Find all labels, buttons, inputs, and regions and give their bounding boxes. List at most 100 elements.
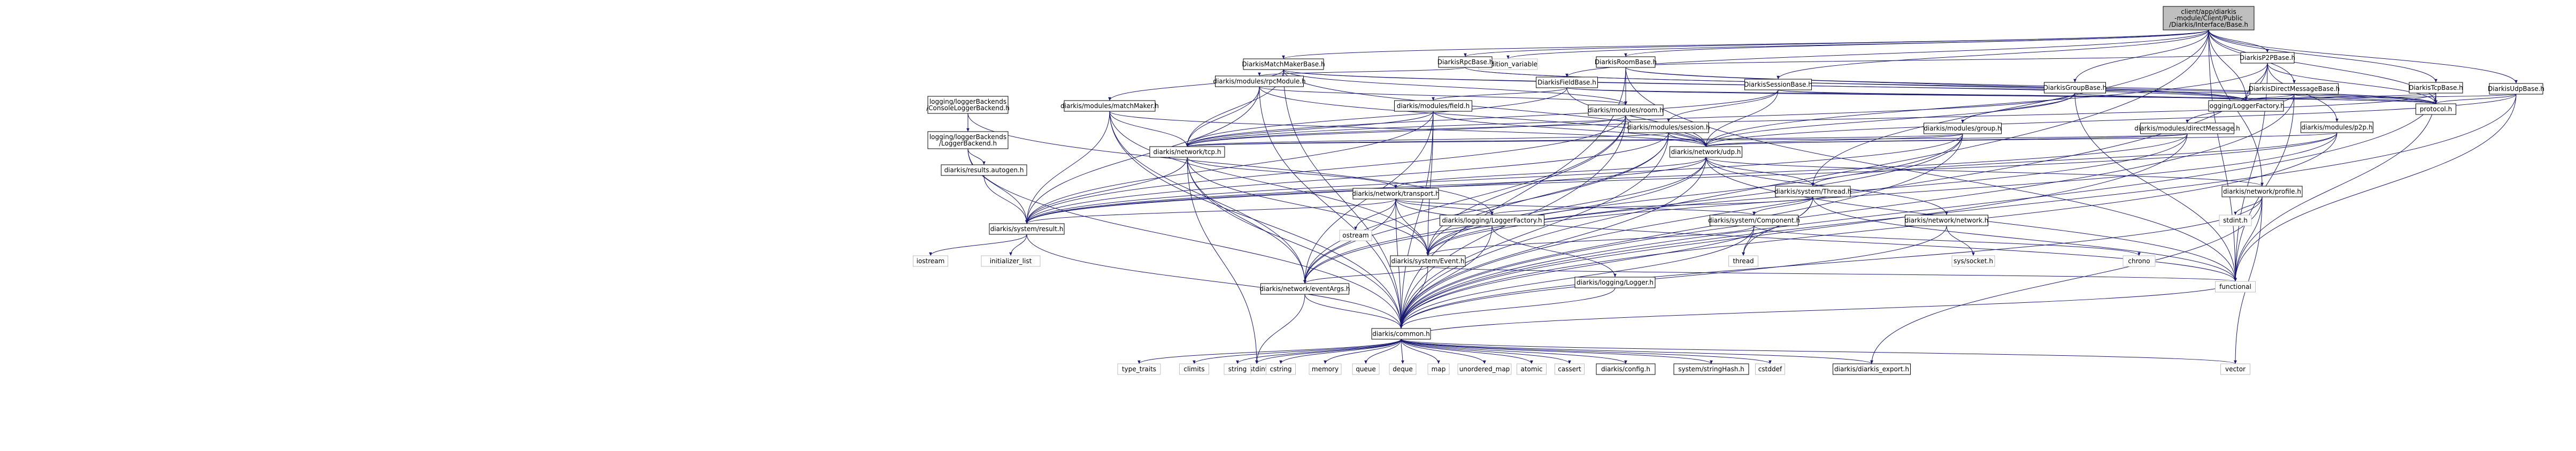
node-common[interactable]: diarkis/common.h xyxy=(1371,328,1431,340)
node-rpcmodule[interactable]: diarkis/modules/rpcModule.h xyxy=(1213,75,1306,87)
node-session[interactable]: diarkis/modules/session.h xyxy=(1627,121,1710,133)
node-fieldbase[interactable]: DiarkisFieldBase.h xyxy=(1536,77,1598,88)
node-consolelogger[interactable]: logging/loggerBackends/ConsoleLoggerBack… xyxy=(926,96,1010,114)
node-groupbase[interactable]: DiarkisGroupBase.h xyxy=(2043,82,2107,94)
edge-session-to-tcp xyxy=(1186,132,1669,147)
edge-rpcmodule-to-common xyxy=(1259,86,1403,329)
node-label-p2pbase-0: DiarkisP2PBase.h xyxy=(2240,54,2295,62)
node-label-protocol-0: protocol.h xyxy=(2420,105,2452,113)
node-p2pbase[interactable]: DiarkisP2PBase.h xyxy=(2240,52,2295,64)
node-cstring: cstring xyxy=(1266,363,1296,375)
edge-tcpbase-to-loggerfactory xyxy=(2244,93,2436,101)
node-stringhash[interactable]: system/stringHash.h xyxy=(1673,363,1749,375)
node-box-queue xyxy=(1352,363,1380,375)
node-loggerbackend[interactable]: logging/loggerBackends/LoggerBackend.h xyxy=(927,131,1009,149)
node-thread[interactable]: diarkis/system/Thread.h xyxy=(1774,186,1852,197)
edge-tcp-to-event xyxy=(1187,157,1429,256)
node-eventargs[interactable]: diarkis/network/eventArgs.h xyxy=(1260,283,1350,295)
node-udp[interactable]: diarkis/network/udp.h xyxy=(1670,146,1742,158)
node-box-socket xyxy=(1951,255,1995,267)
node-sessionbase[interactable]: DiarkisSessionBase.h xyxy=(1744,79,1812,90)
node-rpcbase[interactable]: DiarkisRpcBase.h xyxy=(1437,56,1494,68)
node-box-consolelogger xyxy=(927,96,1009,114)
node-tcpbase[interactable]: DiarkisTcpBase.h xyxy=(2409,82,2463,94)
node-box-fieldbase xyxy=(1536,77,1598,88)
edge-common-to-export xyxy=(1401,339,1873,364)
edge-udp-to-profile xyxy=(1705,157,2264,187)
edge-transport-to-component xyxy=(1395,198,1756,216)
node-layer: client/app/diarkis-module/Client/Public/… xyxy=(913,6,2544,375)
node-transport[interactable]: diarkis/network/transport.h xyxy=(1352,188,1440,200)
node-result[interactable]: diarkis/system/result.h xyxy=(989,223,1065,235)
node-config[interactable]: diarkis/config.h xyxy=(1596,363,1656,375)
node-box-component xyxy=(1710,215,1798,226)
edge-udpbase-to-udp xyxy=(1704,94,2517,147)
node-box-result xyxy=(989,223,1065,235)
node-dmbase[interactable]: DiarkisDirectMessageBase.h xyxy=(2249,83,2340,95)
node-memory: memory xyxy=(1309,363,1342,375)
edge-session-to-eventargs xyxy=(1303,132,1669,284)
edge-session-to-common xyxy=(1400,132,1669,329)
node-box-stdint xyxy=(2219,215,2252,226)
edge-result-to-common xyxy=(1026,234,1403,329)
node-event[interactable]: diarkis/system/Event.h xyxy=(1390,255,1466,267)
node-matchmakerh[interactable]: diarkis/modules/matchMaker.h xyxy=(1060,100,1159,112)
edge-directmessage-to-tcp xyxy=(1186,133,2188,147)
edge-matchmakerh-to-common xyxy=(1109,111,1403,329)
edge-dloggerfactory-to-common xyxy=(1400,225,1493,329)
node-logger[interactable]: diarkis/logging/Logger.h xyxy=(1574,277,1656,288)
node-label-consolelogger-1: /ConsoleLoggerBackend.h xyxy=(926,104,1010,112)
node-component[interactable]: diarkis/system/Component.h xyxy=(1708,215,1800,226)
node-protocol[interactable]: protocol.h xyxy=(2416,103,2456,115)
node-tcp[interactable]: diarkis/network/tcp.h xyxy=(1149,146,1225,158)
edge-root-to-functional xyxy=(2208,29,2237,282)
edge-room-to-result xyxy=(1025,115,1626,224)
edge-thread-to-component xyxy=(1752,196,1813,216)
edge-consolelogger-to-dloggerfactory xyxy=(967,113,1494,216)
edge-root-to-roombase xyxy=(1624,29,2209,57)
node-box-config xyxy=(1596,363,1656,375)
node-field[interactable]: diarkis/modules/field.h xyxy=(1394,100,1472,112)
edge-groupbase-to-udp xyxy=(1704,93,2075,147)
node-box-p2pbase xyxy=(2240,52,2295,64)
node-p2p[interactable]: diarkis/modules/p2p.h xyxy=(2301,121,2373,133)
node-export[interactable]: diarkis/diarkis_export.h xyxy=(1833,363,1911,375)
edge-matchmaker-to-matchmakerh xyxy=(1108,69,1284,101)
edge-fieldbase-to-field xyxy=(1432,87,1567,101)
node-box-roombase xyxy=(1596,56,1656,68)
node-box-matchmaker xyxy=(1243,58,1324,70)
node-label-loggerbackend-1: /LoggerBackend.h xyxy=(939,140,997,147)
edge-component-to-chrono xyxy=(1754,225,2141,256)
edge-directmessage-to-result xyxy=(1025,133,2188,224)
node-room[interactable]: diarkis/modules/room.h xyxy=(1588,104,1664,116)
node-label-memory-0: memory xyxy=(1312,365,1339,373)
node-label-ostream-0: ostream xyxy=(1342,232,1368,239)
node-label-loggerfactory-0: logging/LoggerFactory.h xyxy=(2208,102,2284,110)
node-map: map xyxy=(1427,363,1450,375)
node-group[interactable]: diarkis/modules/group.h xyxy=(1924,123,2002,134)
node-initlist: initializer_list xyxy=(981,255,1041,267)
node-network[interactable]: diarkis/network/network.h xyxy=(1905,215,1989,226)
node-box-rpcmodule xyxy=(1215,75,1304,87)
node-roombase[interactable]: DiarkisRoomBase.h xyxy=(1595,56,1657,68)
node-udpbase[interactable]: DiarkisUdpBase.h xyxy=(2488,83,2544,95)
node-loggerfactory[interactable]: logging/LoggerFactory.h xyxy=(2208,100,2285,112)
node-atomic: atomic xyxy=(1517,363,1547,375)
edge-common-to-config xyxy=(1401,339,1627,364)
node-dloggerfactory[interactable]: diarkis/logging/LoggerFactory.h xyxy=(1440,215,1544,226)
edge-matchmakerh-to-tcp xyxy=(1109,111,1189,147)
edge-roombase-to-p2pbase xyxy=(1625,52,2269,68)
edge-rpcmodule-to-room xyxy=(1259,86,1627,105)
edge-roombase-to-common xyxy=(1400,67,1626,329)
node-directmessage[interactable]: diarkis/modules/directMessage.h xyxy=(2134,123,2240,134)
node-profile[interactable]: diarkis/network/profile.h xyxy=(2221,186,2303,197)
edge-sessionbase-to-session xyxy=(1667,89,1779,123)
node-box-initlist xyxy=(981,255,1041,267)
node-matchmaker[interactable]: DiarkisMatchMakerBase.h xyxy=(1242,58,1325,70)
node-autogen[interactable]: diarkis/results.autogen.h xyxy=(941,164,1027,176)
node-label-logger-0: diarkis/logging/Logger.h xyxy=(1577,279,1654,286)
node-label-dmbase-0: DiarkisDirectMessageBase.h xyxy=(2249,85,2340,93)
node-root[interactable]: client/app/diarkis-module/Client/Public/… xyxy=(2163,6,2255,30)
node-label-atomic-0: atomic xyxy=(1520,365,1542,373)
node-label-udpbase-0: DiarkisUdpBase.h xyxy=(2488,85,2544,93)
